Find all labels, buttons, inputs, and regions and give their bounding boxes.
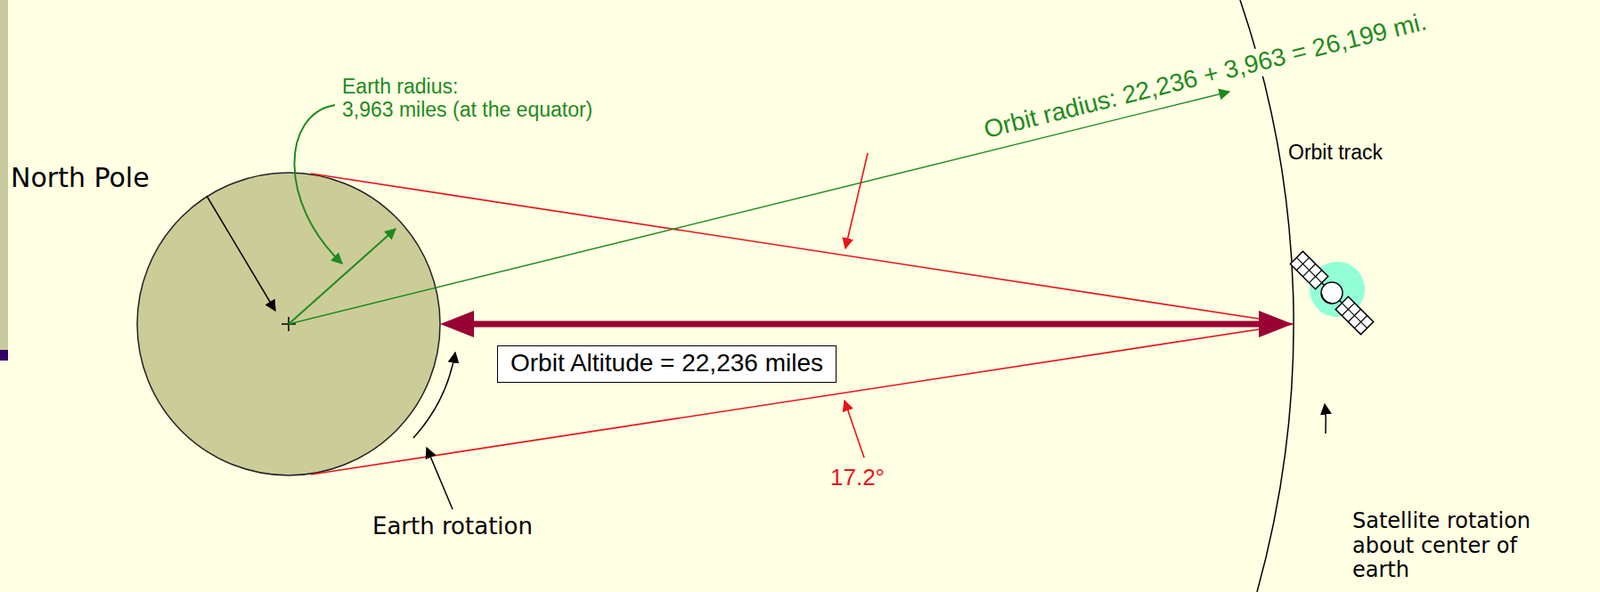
leader-line: [426, 448, 453, 510]
earth-globe: [137, 172, 441, 476]
view-line: [310, 324, 1294, 475]
altitude-arrowhead: [440, 310, 474, 338]
altitude-arrowhead: [1258, 310, 1293, 338]
radius-label: Earth radius: 3,963 miles (at the equato…: [342, 74, 593, 122]
satellite-rotation-label: Satellite rotation about center of earth: [1352, 508, 1531, 583]
orbit-track: [1240, 0, 1294, 592]
leader-line: [293, 105, 343, 264]
radius-label: Earth radius: 3,963 miles (at the equato…: [342, 74, 637, 123]
box-text: Orbit Altitude = 22,236 miles: [509, 349, 825, 378]
rotation-label: Earth rotation: [372, 514, 533, 541]
orbit-track-label: Orbit track: [1288, 140, 1383, 164]
side-strip-accent: [0, 350, 9, 361]
label-box: Orbit Altitude = 22,236 miles: [497, 345, 837, 384]
orbit-radius-label: Orbit radius: 22,236 + 3,963 = 26,199 mi…: [980, 7, 1429, 144]
satellite-icon: [1289, 250, 1375, 336]
altitude-arrow: [468, 321, 1264, 328]
view-line: [310, 173, 1294, 325]
earth-radius-arrow: [288, 228, 396, 325]
orbit-radius-line: [288, 91, 1230, 325]
pole-label: North Pole: [10, 162, 150, 194]
rotation-arrow: [413, 352, 456, 439]
side-strip: [0, 0, 9, 351]
leader-line: [206, 195, 276, 311]
wrap-spacer: [480, 74, 637, 96]
orbit-track-label: Orbit track: [1288, 140, 1383, 164]
angle-label: 17.2°: [830, 465, 885, 492]
pole-label: North Pole: [10, 163, 150, 195]
rotation-arrow: [1324, 404, 1326, 434]
angle-label: 17.2°: [830, 464, 885, 491]
rotation-label: Earth rotation: [372, 513, 533, 540]
satellite-rotation-label: Satellite rotation about center of earth: [1352, 509, 1544, 584]
orbit-radius-label: Orbit radius: 22,236 + 3,963 = 26,199 mi…: [977, 6, 1433, 146]
angle-leader: [845, 153, 868, 249]
angle-leader: [844, 400, 865, 458]
